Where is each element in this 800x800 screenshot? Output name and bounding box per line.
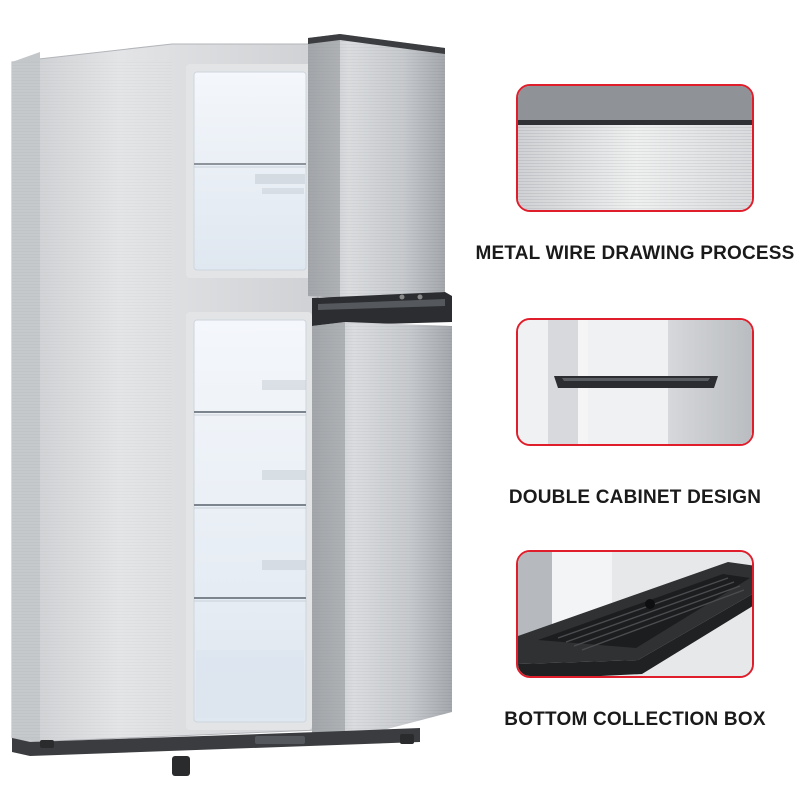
fridge-illustration xyxy=(11,34,452,776)
refrigerator-compartment xyxy=(186,312,312,730)
glass-shelf xyxy=(194,597,306,602)
feature-caption-double-cabinet: DOUBLE CABINET DESIGN xyxy=(508,487,762,508)
glass-shelf xyxy=(194,504,306,509)
metal-wire-surface-closeup-icon xyxy=(518,86,752,210)
freezer-door xyxy=(308,34,445,298)
door-handle-closeup-icon xyxy=(518,320,752,444)
refrigerator-door xyxy=(312,322,452,742)
feature-caption-metal-wire: METAL WIRE DRAWING PROCESS xyxy=(475,243,795,264)
drip-tray-closeup-icon xyxy=(518,552,752,676)
feature-card-double-cabinet xyxy=(516,318,754,446)
glass-shelf xyxy=(194,411,306,416)
freezer-compartment xyxy=(186,64,312,278)
fridge-base xyxy=(12,728,420,776)
feature-card-bottom-collection xyxy=(516,550,754,678)
feature-card-metal-wire xyxy=(516,84,754,212)
door-handle xyxy=(312,292,452,326)
feature-caption-bottom-collection: BOTTOM COLLECTION BOX xyxy=(504,709,766,730)
